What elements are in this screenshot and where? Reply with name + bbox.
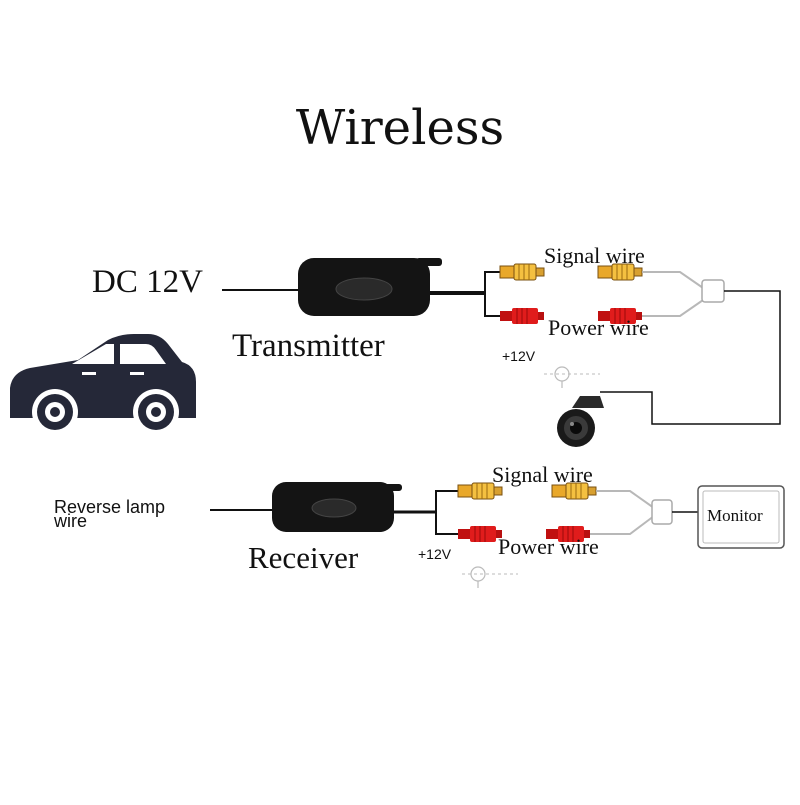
receiver-label: Receiver [248, 540, 359, 575]
monitor-icon [697, 485, 785, 549]
rx-voltage-label: +12V [418, 546, 452, 562]
rx-power-wire-label: Power wire [498, 534, 599, 559]
dc-12v-label: DC 12V [92, 264, 203, 300]
car-icon [10, 334, 196, 435]
power-connector-tx-in [499, 307, 545, 325]
ground-symbol-icon [462, 566, 518, 588]
camera-icon [557, 396, 604, 447]
reverse-lamp-label-line1: Reverse lamp [54, 497, 166, 517]
transmitter-label: Transmitter [232, 328, 385, 364]
receiver-wiring [210, 482, 700, 588]
tx-power-wire-label: Power wire [548, 315, 649, 340]
transmitter-wiring [222, 258, 781, 425]
tx-signal-wire-label: Signal wire [544, 243, 645, 268]
signal-connector-tx-in [499, 263, 545, 281]
transmitter-box-icon [298, 258, 442, 316]
reverse-lamp-label-line2: wire [54, 511, 88, 531]
tx-voltage-label: +12V [502, 348, 536, 364]
ground-symbol-icon [544, 366, 600, 388]
receiver-box-icon [272, 482, 402, 532]
monitor-label: Monitor [707, 506, 763, 525]
rx-signal-wire-label: Signal wire [492, 462, 593, 487]
power-connector-rx-in [457, 525, 503, 543]
diagram-title: Wireless [295, 100, 505, 156]
